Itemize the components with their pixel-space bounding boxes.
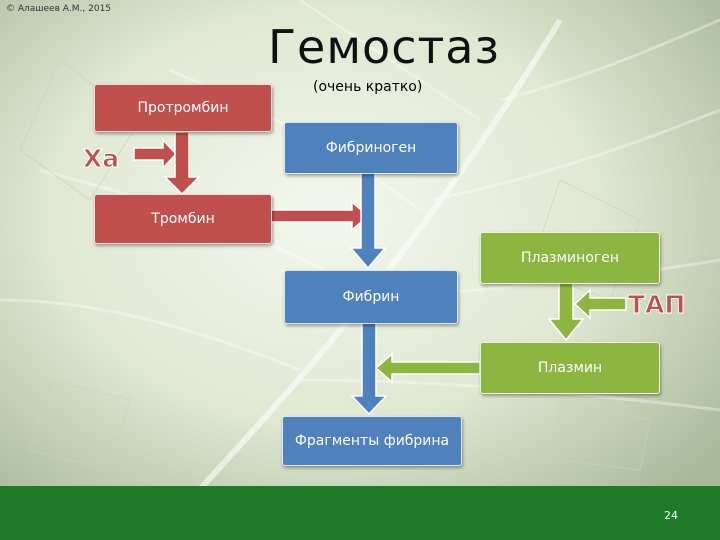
- node-fibrin-fragments: Фрагменты фибрина: [282, 416, 462, 466]
- footer-bar: [0, 486, 720, 540]
- label-xa: Ха: [83, 144, 119, 173]
- node-prothrombin: Протромбин: [94, 84, 272, 132]
- arrow-plasminogen-to-plasmin: [549, 282, 583, 340]
- node-thrombin: Тромбин: [94, 194, 272, 244]
- node-fibrin-fragments-label: Фрагменты фибрина: [295, 433, 449, 449]
- arrow-prothrombin-to-thrombin: [165, 132, 199, 194]
- arrow-xa-to-prothrombin: [134, 140, 176, 168]
- node-plasminogen: Плазминоген: [480, 232, 660, 284]
- label-tap: ТАП: [628, 290, 685, 319]
- page-number: 24: [664, 509, 678, 522]
- node-fibrin: Фибрин: [284, 270, 458, 324]
- arrow-thrombin-to-fibrin: [270, 202, 368, 230]
- node-fibrinogen-label: Фибриноген: [326, 140, 417, 156]
- node-thrombin-label: Тромбин: [151, 211, 214, 227]
- arrow-plasmin-to-fibrin: [376, 354, 480, 382]
- node-fibrin-label: Фибрин: [343, 289, 400, 305]
- arrow-tap-to-plasminogen: [575, 290, 626, 318]
- node-fibrinogen: Фибриноген: [284, 122, 458, 174]
- node-plasmin-label: Плазмин: [538, 360, 602, 376]
- node-plasmin: Плазмин: [480, 342, 660, 394]
- node-plasminogen-label: Плазминоген: [521, 250, 619, 266]
- node-prothrombin-label: Протромбин: [137, 100, 228, 116]
